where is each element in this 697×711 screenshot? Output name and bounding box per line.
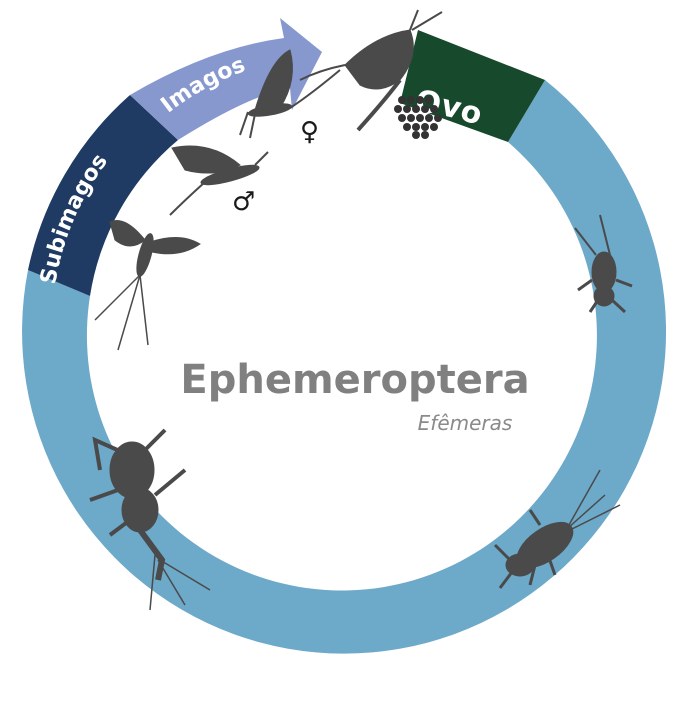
female-symbol: ♀ xyxy=(300,117,319,147)
male-symbol: ♂ xyxy=(232,187,255,217)
cycle-ring xyxy=(22,18,666,654)
subimago-icon xyxy=(95,220,200,350)
diagram-subtitle: Efêmeras xyxy=(418,411,513,435)
diagram-title: Ephemeroptera xyxy=(180,357,529,403)
